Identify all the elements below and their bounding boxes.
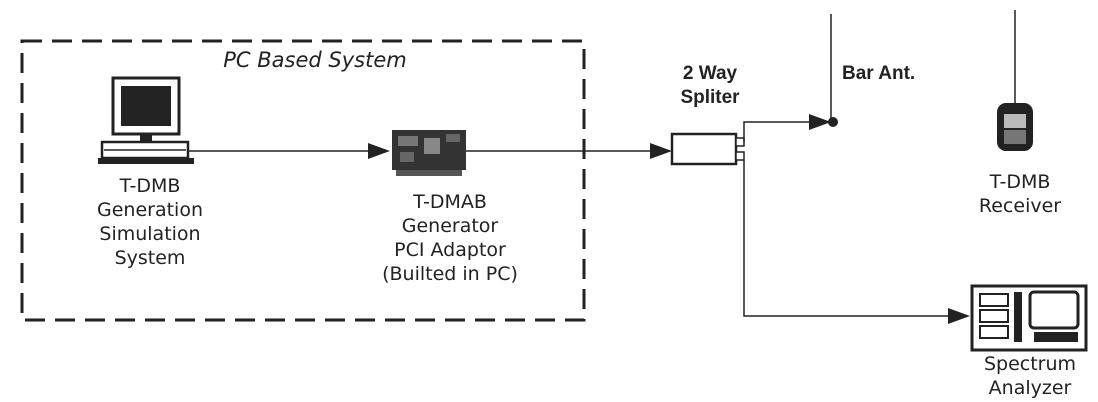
arrow-into-analyzer (948, 308, 970, 324)
spectrum-analyzer-icon (970, 284, 1088, 352)
pc-icon (98, 76, 194, 164)
group-title: PC Based System (223, 48, 407, 72)
pci-adaptor-card-icon (392, 130, 466, 176)
antenna-node-dot (828, 117, 838, 127)
link-splitter-to-analyzer (743, 160, 952, 317)
pc-based-system-boundary (20, 39, 586, 322)
splitter-box-icon (670, 132, 745, 166)
receiver-icon (997, 103, 1033, 151)
link-splitter-to-antenna (743, 121, 815, 142)
arrow-into-antenna (809, 114, 831, 130)
arrow-into-splitter (650, 143, 672, 159)
antenna-label: Bar Ant. (842, 63, 916, 84)
arrow-into-adaptor (368, 143, 390, 159)
